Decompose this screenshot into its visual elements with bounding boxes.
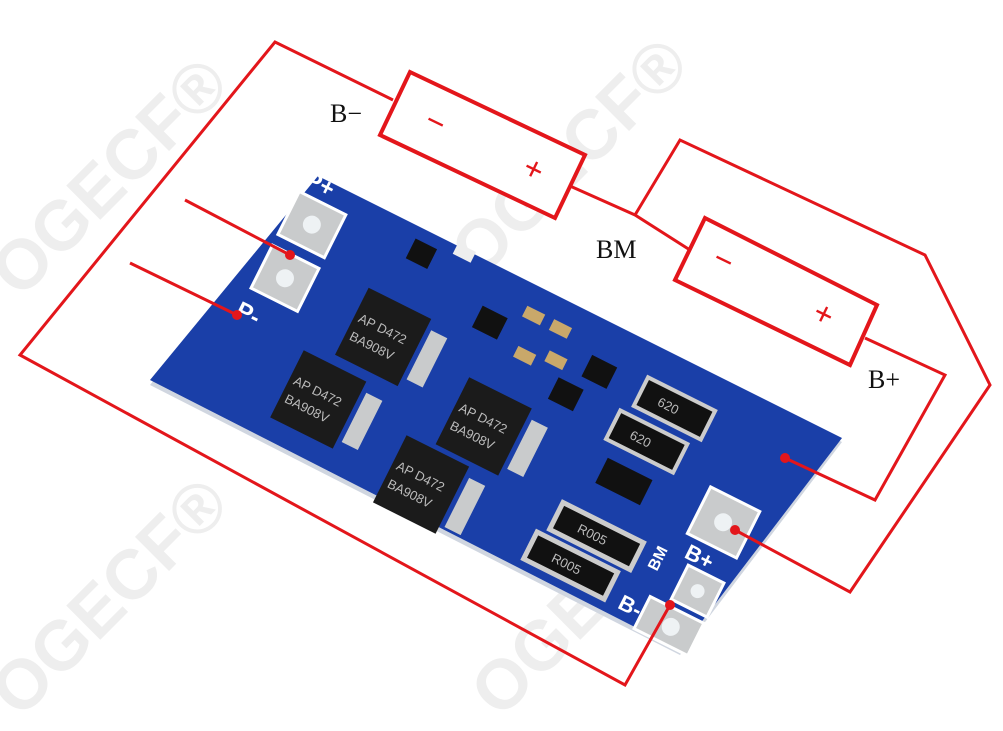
- mosfet: AP D472 BA908V: [372, 435, 486, 536]
- battery-1: − +: [377, 69, 588, 221]
- wires: [17, 40, 992, 688]
- wire-p-minus: [129, 261, 238, 317]
- mosfet: AP D472 BA908V: [435, 377, 548, 477]
- resistor: [452, 243, 476, 263]
- capacitor: [513, 345, 537, 366]
- capacitor: [544, 350, 568, 371]
- label-b-plus: B+: [868, 365, 900, 394]
- label-bm: BM: [596, 235, 636, 264]
- pcb-board: P+ P- B+ BM B-: [150, 166, 842, 658]
- wire-b-minus: [17, 40, 672, 688]
- watermark: OGECF®: [0, 43, 243, 311]
- battery-2: − +: [672, 215, 880, 368]
- watermark: OGECF®: [0, 463, 243, 731]
- capacitor: [521, 305, 546, 326]
- resistor-620: 620: [631, 374, 718, 443]
- wire-p-plus: [184, 198, 291, 257]
- ic-chip: [405, 238, 438, 269]
- mosfet: AP D472 BA908V: [335, 287, 448, 388]
- wire-b-plus: [784, 336, 948, 502]
- shunt-resistor: R005: [546, 499, 647, 573]
- label-b-minus: B−: [330, 99, 362, 128]
- resistor-620: 620: [603, 407, 691, 476]
- ic-chip: [581, 354, 618, 389]
- diode: [595, 457, 653, 506]
- wire-bm: [633, 138, 992, 594]
- ic-chip: [547, 377, 584, 412]
- shunt-resistor: R005: [520, 528, 621, 603]
- capacitor: [548, 319, 573, 339]
- ic-chip: [471, 305, 508, 340]
- mosfet: AP D472 BA908V: [270, 350, 383, 451]
